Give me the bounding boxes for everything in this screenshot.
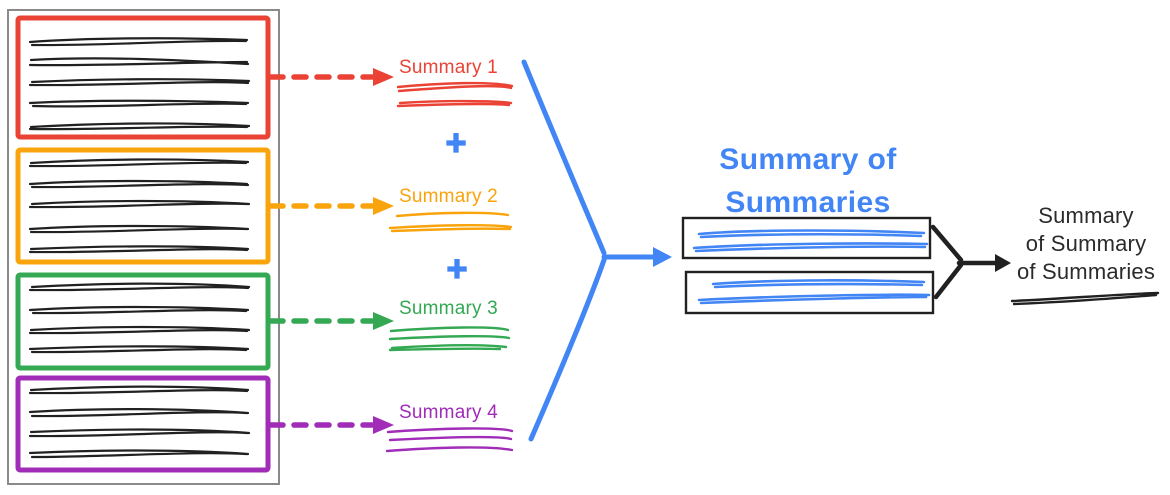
text-line-scribble [28, 78, 251, 87]
final-combine-arrow [930, 224, 1011, 300]
chunk-1-to-summary-arrow [268, 68, 394, 86]
chunk-1-text-scribbles [28, 37, 251, 131]
document-chunk-1-box [15, 15, 271, 140]
chunk-2-text-scribbles [28, 158, 251, 254]
summary-1-scribble [396, 81, 514, 108]
document-chunk-4-box [15, 375, 271, 473]
arrowhead [373, 197, 394, 215]
text-line-scribble [28, 122, 251, 131]
text-line-scribble [28, 325, 251, 335]
converge-line-bottom [528, 257, 607, 442]
text-line-scribble [28, 224, 250, 234]
final-summary-scribble [1010, 291, 1160, 306]
summary-2-scribble [388, 211, 513, 233]
summary-of-summaries-box-1-scribbles [692, 229, 929, 253]
arrowhead [995, 254, 1011, 272]
text-line-scribble [28, 428, 251, 438]
chunk-3-to-summary-arrow [268, 312, 394, 330]
chunk-4-to-summary-arrow [268, 416, 394, 434]
text-line-scribble [28, 37, 249, 47]
summary-3-scribble [388, 326, 511, 352]
summary-3-label: Summary 3 [399, 298, 498, 319]
converge-line-top [930, 224, 964, 263]
summary-2-label: Summary 2 [399, 186, 498, 207]
text-line-scribble [28, 99, 250, 108]
text-line-scribble [28, 199, 251, 209]
arrowhead [373, 312, 394, 330]
arrowhead [653, 247, 672, 267]
text-line-scribble [28, 385, 250, 395]
final-label-line-3: of Summaries [1016, 259, 1156, 284]
summary-of-summaries-title: Summary of Summaries [693, 138, 923, 224]
plus-sign-2: + [446, 248, 468, 289]
converge-line-bottom [933, 262, 964, 300]
final-summary-label: Summary of Summary of Summaries [1002, 202, 1170, 286]
chunk-4-text-scribbles [28, 385, 251, 459]
summary-of-summaries-box-2-scribbles [697, 279, 931, 305]
text-line-scribble [28, 282, 251, 292]
summary-1-label: Summary 1 [399, 57, 498, 78]
summary-of-summaries-box-1 [681, 216, 932, 260]
final-label-line-1: Summary [1038, 203, 1134, 228]
combine-summaries-arrow [521, 59, 672, 442]
arrowhead [373, 68, 394, 86]
summary-4-scribble [385, 427, 514, 453]
chunk-3-text-scribbles [28, 282, 251, 354]
text-line-scribble [28, 245, 250, 254]
converge-line-top [521, 59, 607, 256]
final-label-line-2: of Summary [1025, 231, 1147, 256]
text-line-scribble [28, 449, 250, 459]
text-line-scribble [28, 345, 250, 354]
title-line-2: Summaries [725, 186, 891, 219]
text-line-scribble [28, 305, 250, 315]
text-line-scribble [28, 179, 250, 189]
title-line-1: Summary of [719, 143, 897, 176]
chunk-2-to-summary-arrow [268, 197, 394, 215]
text-line-scribble [28, 57, 250, 67]
text-line-scribble [28, 408, 250, 418]
summary-of-summaries-box-2 [684, 270, 935, 315]
arrowhead [373, 416, 394, 434]
document-chunk-3-box [15, 272, 271, 371]
summary-4-label: Summary 4 [399, 402, 498, 423]
plus-sign-1: + [445, 122, 467, 163]
text-line-scribble [28, 158, 250, 168]
